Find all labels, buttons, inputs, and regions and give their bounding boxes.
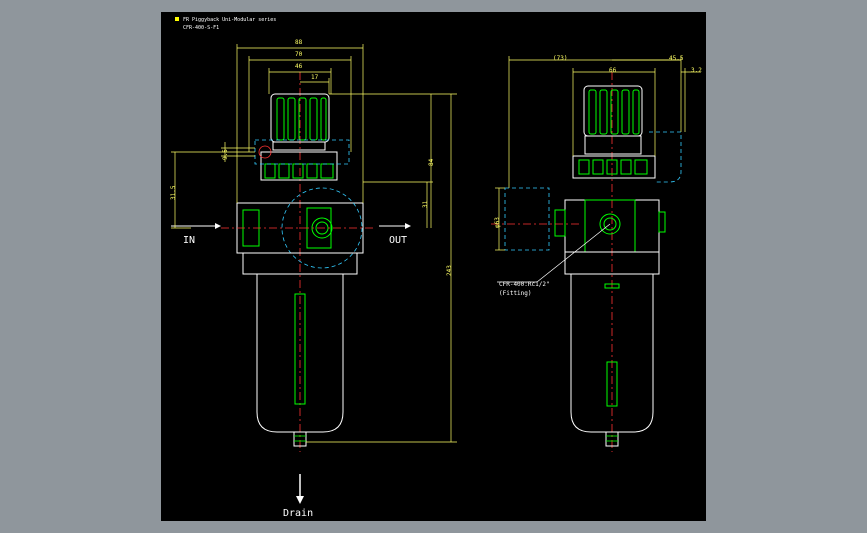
drawing-canvas: FR Piggyback Uni-Modular series CFR-400-…: [161, 12, 706, 521]
regulator-knob-ribs: [276, 97, 327, 141]
inlet-label: IN: [183, 235, 195, 246]
right-bowl-tab: [604, 283, 620, 289]
fitting-leader: [536, 223, 611, 283]
dim-9-5: 9.5: [222, 149, 229, 160]
outlet-arrow-head-icon: [405, 223, 411, 229]
fitting-label: CFR-400:Rc1/2": [499, 281, 550, 288]
left-view: IN OUT Drain 88 70 46 17 9.5 31.5 84 31 …: [170, 39, 457, 519]
dim-66: 66: [609, 67, 617, 74]
bowl-sight-glass: [294, 293, 306, 405]
outlet-label: OUT: [389, 235, 407, 246]
drain-arrow-head-icon: [296, 496, 304, 504]
dim-17: 17: [311, 74, 319, 81]
technical-drawing: FR Piggyback Uni-Modular series CFR-400-…: [170, 17, 702, 519]
right-port-boss: [584, 199, 636, 253]
dim-31: 31: [422, 200, 429, 208]
dim-73: (73): [553, 55, 567, 62]
right-sight-glass: [606, 361, 618, 407]
right-fitting-stub: [554, 209, 566, 237]
right-dimension-lines: [495, 56, 701, 251]
bonnet-ring: [264, 163, 334, 179]
fitting-sublabel: (Fitting): [499, 290, 532, 297]
dim-243: 243: [446, 265, 453, 276]
left-dimension-lines: [171, 44, 457, 443]
bonnet-body: [260, 151, 338, 181]
right-view: CFR-400:Rc1/2" (Fitting) (73) 66 45.5 3.…: [491, 55, 702, 452]
right-gauge-hidden: [649, 131, 682, 183]
right-side-nub: [658, 211, 666, 233]
right-port-outer: [599, 213, 621, 235]
drawing-title: FR Piggyback Uni-Modular series: [183, 17, 276, 23]
right-gauge-face-hidden: [504, 187, 550, 251]
right-bonnet-body: [572, 155, 656, 179]
title-bullet-icon: [175, 17, 179, 21]
dim-45-5: 45.5: [669, 55, 684, 62]
regulator-knob-outline: [270, 93, 330, 143]
right-bowl-collar: [564, 251, 660, 275]
drain-valve: [293, 431, 307, 447]
dim-46: 46: [295, 63, 303, 70]
bowl-collar: [242, 252, 358, 275]
bonnet-neck: [272, 141, 326, 151]
drain-label: Drain: [283, 508, 313, 519]
dim-70: 70: [295, 51, 303, 58]
right-drain-valve: [605, 431, 619, 447]
dim-84: 84: [428, 158, 435, 166]
gauge-port-circle: [258, 145, 272, 159]
dim-88: 88: [295, 39, 303, 46]
right-bonnet-ring: [578, 159, 648, 175]
right-port-inner: [603, 217, 617, 231]
dim-31-5: 31.5: [170, 185, 177, 200]
right-knob-ribs: [588, 89, 640, 135]
dim-phi63: φ63: [494, 217, 501, 228]
right-bonnet-neck: [584, 135, 642, 155]
dim-3-2: 3.2: [691, 67, 702, 74]
inlet-arrow-head-icon: [215, 223, 221, 229]
drawing-model: CFR-400-S-F1: [183, 25, 219, 31]
